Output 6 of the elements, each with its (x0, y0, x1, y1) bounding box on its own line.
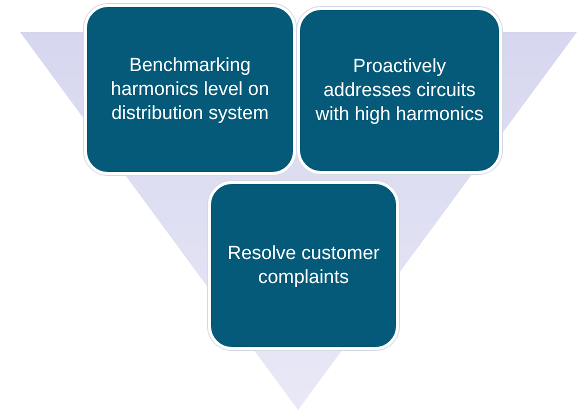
rounded-box (84, 4, 296, 175)
rounded-box (208, 181, 399, 350)
rounded-box (297, 7, 502, 174)
box-text: Benchmarking harmonics level on distribution system (110, 54, 270, 126)
box-text: Resolve customer complaints (226, 242, 381, 290)
box-text: Proactively addresses circuits with high harmonics (314, 54, 484, 126)
